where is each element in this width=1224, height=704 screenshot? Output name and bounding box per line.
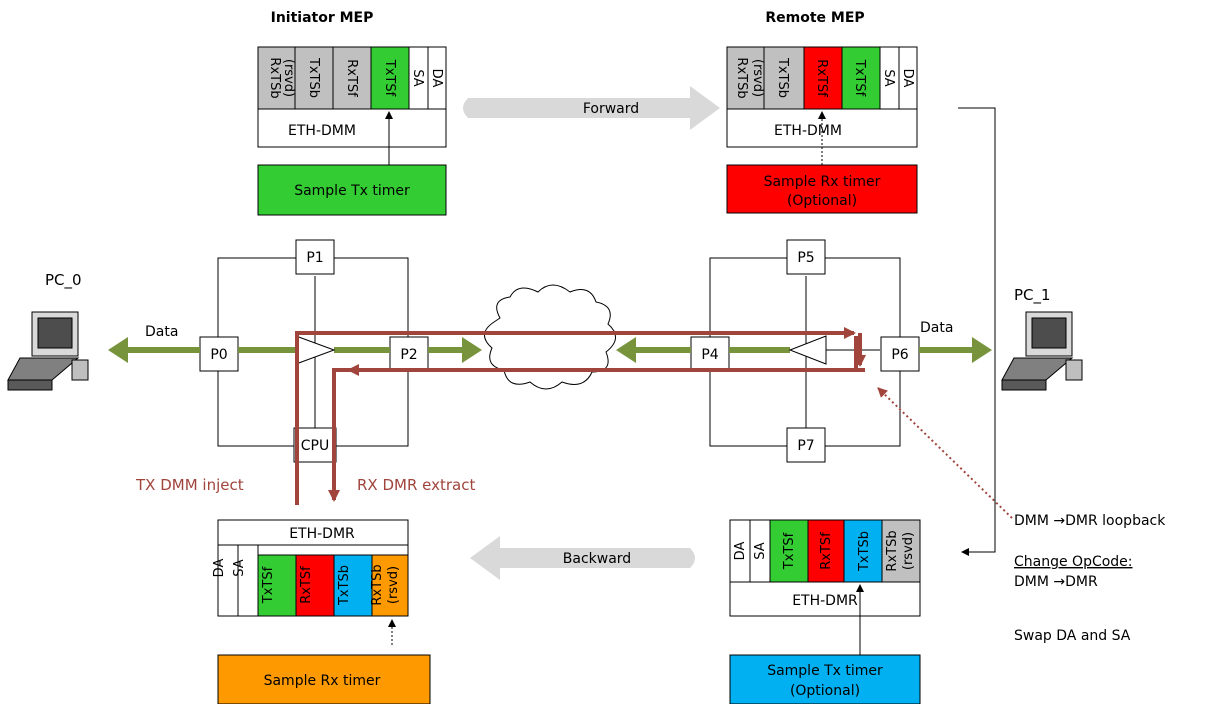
- forward-triangle-right: [788, 335, 827, 365]
- port-p4-label: P4: [701, 347, 718, 363]
- sample-rx-timer-box: [217, 654, 431, 704]
- svg-text:SA: SA: [881, 69, 896, 86]
- svg-text:RxTSb: RxTSb: [885, 530, 900, 571]
- port-p1: [295, 239, 335, 275]
- remote-dmm-frame: RxTSb (rsvd) TxTSb RxTSf TxTSf SA DA ETH…: [726, 46, 918, 148]
- sample-tx-timer-label: Sample Tx timer: [294, 183, 410, 199]
- port-p7-label: P7: [797, 438, 814, 454]
- svg-text:SA: SA: [753, 542, 768, 559]
- sample-tx-timer-optional-line2: (Optional): [790, 683, 860, 699]
- initiator-dmm-label: ETH-DMM: [288, 123, 356, 139]
- sample-rx-timer-label: Sample Rx timer: [264, 673, 381, 689]
- pc-0-label: PC_0: [45, 271, 82, 290]
- svg-text:(rsvd): (rsvd): [281, 59, 296, 97]
- sample-rx-timer-optional-box: [726, 164, 918, 214]
- remote-dmr-label: ETH-DMR: [792, 593, 858, 609]
- change-opcode-heading: Change OpCode:: [1014, 554, 1133, 570]
- remote-mep-title: Remote MEP: [765, 10, 864, 26]
- port-p2-label: P2: [400, 347, 417, 363]
- svg-text:RxTSf: RxTSf: [299, 566, 314, 604]
- rx-dmr-extract-label: RX DMR extract: [357, 476, 475, 494]
- sample-tx-timer-optional-box: [729, 654, 921, 704]
- svg-text:(rsvd): (rsvd): [386, 566, 401, 604]
- initiator-dmr-frame: DA SA TxTSf RxTSf TxTSb RxTSb (rsvd) ETH…: [212, 519, 409, 617]
- port-cpu-label: CPU: [301, 438, 329, 454]
- svg-text:RxTSb: RxTSb: [734, 57, 749, 98]
- port-p4: [690, 336, 730, 372]
- sample-rx-timer-optional-line2: (Optional): [787, 193, 857, 209]
- svg-text:RxTSb: RxTSb: [370, 564, 385, 605]
- pc-1-label: PC_1: [1014, 286, 1051, 305]
- data-flow-right: [616, 337, 992, 363]
- svg-text:RxTSf: RxTSf: [819, 532, 834, 570]
- initiator-dmm-frame: RxTSb (rsvd) TxTSb RxTSf TxTSf SA DA ETH…: [257, 46, 447, 148]
- sample-tx-timer-box: [257, 164, 447, 216]
- loopback-pointer: [877, 387, 1013, 519]
- svg-text:(rsvd): (rsvd): [750, 59, 765, 97]
- remote-dmr-frame: DA SA TxTSf RxTSf TxTSb RxTSb (rsvd) ETH…: [729, 519, 921, 617]
- swap-note: Swap DA and SA: [1014, 628, 1131, 644]
- forward-label: Forward: [583, 101, 639, 117]
- data-label-right: Data: [920, 320, 953, 336]
- svg-text:SA: SA: [232, 559, 247, 576]
- port-p0: [199, 336, 239, 372]
- svg-text:RxTSf: RxTSf: [814, 59, 829, 97]
- pc-1-icon: [1001, 311, 1083, 391]
- port-p5-label: P5: [797, 250, 814, 266]
- tx-dmm-inject-label: TX DMM inject: [135, 476, 244, 494]
- svg-text:TxTSb: TxTSb: [337, 565, 352, 606]
- port-cpu: [293, 427, 337, 463]
- initiator-mep-title: Initiator MEP: [271, 10, 374, 26]
- network-cloud: [484, 284, 616, 390]
- sample-rx-timer-optional-line1: Sample Rx timer: [764, 174, 881, 190]
- field-rxtsf: RxTSf: [344, 59, 359, 97]
- field-rxtsb-rsvd-1: RxTSb: [267, 57, 282, 98]
- port-p0-label: P0: [210, 347, 227, 363]
- opcode-detail: DMM →DMR: [1014, 574, 1098, 590]
- data-label-left: Data: [145, 324, 178, 340]
- port-p7: [786, 427, 826, 463]
- sample-tx-timer-optional-line1: Sample Tx timer: [767, 663, 883, 679]
- pc-0-icon: [7, 311, 89, 391]
- svg-text:TxTSb: TxTSb: [775, 57, 790, 98]
- field-sa: SA: [410, 69, 425, 86]
- data-flow-left: [108, 337, 482, 363]
- port-p1-label: P1: [306, 250, 323, 266]
- field-da: DA: [429, 69, 444, 88]
- backward-label: Backward: [563, 551, 631, 567]
- field-txtsb: TxTSb: [306, 57, 321, 98]
- svg-text:TxTSf: TxTSf: [261, 566, 276, 604]
- port-p5: [786, 239, 826, 275]
- initiator-dmr-label: ETH-DMR: [289, 526, 355, 542]
- backward-arrow: Backward: [470, 536, 695, 580]
- svg-text:DA: DA: [733, 542, 748, 561]
- svg-text:DA: DA: [212, 559, 227, 578]
- svg-text:(rsvd): (rsvd): [901, 532, 916, 570]
- port-p6-label: P6: [891, 347, 908, 363]
- forward-arrow: Forward: [463, 86, 720, 130]
- svg-text:TxTSf: TxTSf: [782, 532, 797, 570]
- port-p6: [880, 336, 920, 372]
- svg-text:TxTSf: TxTSf: [852, 59, 867, 97]
- svg-text:DA: DA: [900, 69, 915, 88]
- field-txtsf: TxTSf: [382, 59, 397, 97]
- loopback-note: DMM →DMR loopback: [1014, 513, 1166, 529]
- remote-dmm-label: ETH-DMM: [774, 123, 842, 139]
- svg-text:TxTSb: TxTSb: [857, 531, 872, 572]
